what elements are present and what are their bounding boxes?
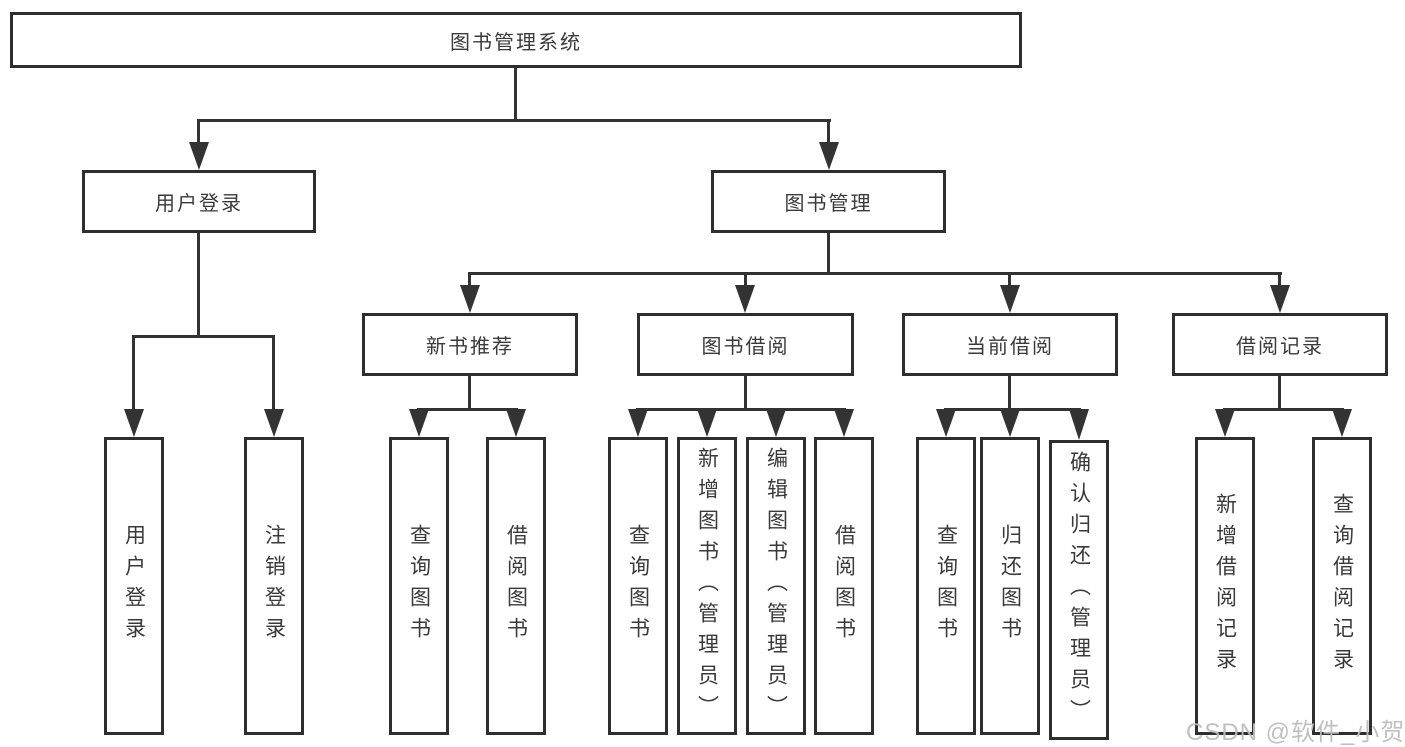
- leaf-logout: 注销登录: [244, 437, 304, 735]
- leaf-query-borrow-record: 查询借阅记录: [1312, 437, 1372, 735]
- connector-line: [1223, 408, 1344, 411]
- arrow-down-icon: [697, 409, 717, 437]
- connector-line: [468, 275, 471, 285]
- node-label: 用户登录: [155, 193, 243, 215]
- connector-line: [272, 338, 275, 409]
- node-label: 用户登录: [122, 524, 146, 648]
- connector-line: [468, 272, 1282, 275]
- connector-line: [1008, 376, 1011, 408]
- csdn-watermark: CSDN @软件_小贺同学: [1186, 719, 1405, 746]
- arrow-down-icon: [834, 409, 854, 437]
- connector-line: [827, 233, 830, 272]
- arrow-down-icon: [1000, 285, 1020, 313]
- arrow-down-icon: [766, 409, 786, 437]
- node-label: 新增图书（管理员）: [695, 446, 719, 726]
- connector-line: [744, 275, 747, 285]
- node-label: 归还图书: [998, 524, 1022, 648]
- connector-line: [197, 119, 831, 122]
- node-label: 查询图书: [626, 524, 650, 648]
- connector-line: [827, 122, 830, 142]
- connector-line: [744, 376, 747, 408]
- node-borrowing-records: 借阅记录: [1172, 313, 1388, 376]
- node-current-borrowing: 当前借阅: [902, 313, 1118, 376]
- leaf-return-books: 归还图书: [980, 437, 1040, 735]
- node-label: 当前借阅: [966, 336, 1054, 358]
- leaf-confirm-return-admin: 确认归还（管理员）: [1049, 440, 1109, 740]
- node-label: 查询图书: [407, 524, 431, 648]
- arrow-down-icon: [819, 142, 839, 170]
- arrow-down-icon: [189, 142, 209, 170]
- arrow-down-icon: [936, 409, 956, 437]
- node-label: 借阅图书: [832, 524, 856, 648]
- arrow-down-icon: [506, 409, 526, 437]
- connector-line: [417, 408, 518, 411]
- leaf-user-login: 用户登录: [104, 437, 164, 735]
- arrow-down-icon: [1069, 409, 1089, 440]
- node-label: 借阅记录: [1236, 336, 1324, 358]
- node-label: 新书推荐: [426, 336, 514, 358]
- node-label: 编辑图书（管理员）: [764, 446, 788, 726]
- arrow-down-icon: [735, 285, 755, 313]
- node-label: 确认归还（管理员）: [1067, 450, 1091, 730]
- arrow-down-icon: [264, 409, 284, 437]
- node-label: 图书管理: [784, 193, 873, 215]
- leaf-query-books-borrowing: 查询图书: [608, 437, 668, 735]
- node-label: 新增借阅记录: [1213, 493, 1237, 679]
- arrow-down-icon: [409, 409, 429, 437]
- connector-line: [132, 335, 275, 338]
- node-library-system-root: 图书管理系统: [10, 12, 1022, 68]
- node-label: 查询图书: [934, 524, 958, 648]
- connector-line: [1278, 275, 1281, 285]
- connector-line: [197, 122, 200, 142]
- leaf-query-books-current: 查询图书: [916, 437, 976, 735]
- leaf-add-borrow-record: 新增借阅记录: [1195, 437, 1255, 735]
- node-label: 图书管理系统: [450, 31, 582, 54]
- arrow-down-icon: [1000, 409, 1020, 437]
- node-label: 图书借阅: [701, 336, 790, 358]
- node-label: 查询借阅记录: [1330, 493, 1354, 679]
- node-book-borrowing: 图书借阅: [637, 313, 854, 376]
- connector-line: [514, 68, 517, 119]
- connector-line: [636, 408, 846, 411]
- leaf-query-books-recommend: 查询图书: [389, 437, 449, 735]
- connector-line: [132, 338, 135, 409]
- arrow-down-icon: [1332, 409, 1352, 437]
- leaf-borrow-books-recommend: 借阅图书: [486, 437, 546, 735]
- node-user-login: 用户登录: [82, 170, 316, 233]
- arrow-down-icon: [460, 285, 480, 313]
- arrow-down-icon: [628, 409, 648, 437]
- leaf-borrow-books-borrowing: 借阅图书: [814, 437, 874, 735]
- arrow-down-icon: [1215, 409, 1235, 437]
- leaf-edit-books-admin: 编辑图书（管理员）: [746, 437, 806, 735]
- connector-line: [197, 233, 200, 335]
- connector-line: [1278, 376, 1281, 408]
- node-new-book-recommendation: 新书推荐: [362, 313, 578, 376]
- connector-line: [468, 376, 471, 408]
- connector-line: [1008, 275, 1011, 285]
- node-label: 借阅图书: [504, 524, 528, 648]
- node-book-management: 图书管理: [711, 170, 946, 233]
- node-label: 注销登录: [262, 524, 286, 648]
- arrow-down-icon: [124, 409, 144, 437]
- leaf-add-books-admin: 新增图书（管理员）: [677, 437, 737, 735]
- arrow-down-icon: [1270, 285, 1290, 313]
